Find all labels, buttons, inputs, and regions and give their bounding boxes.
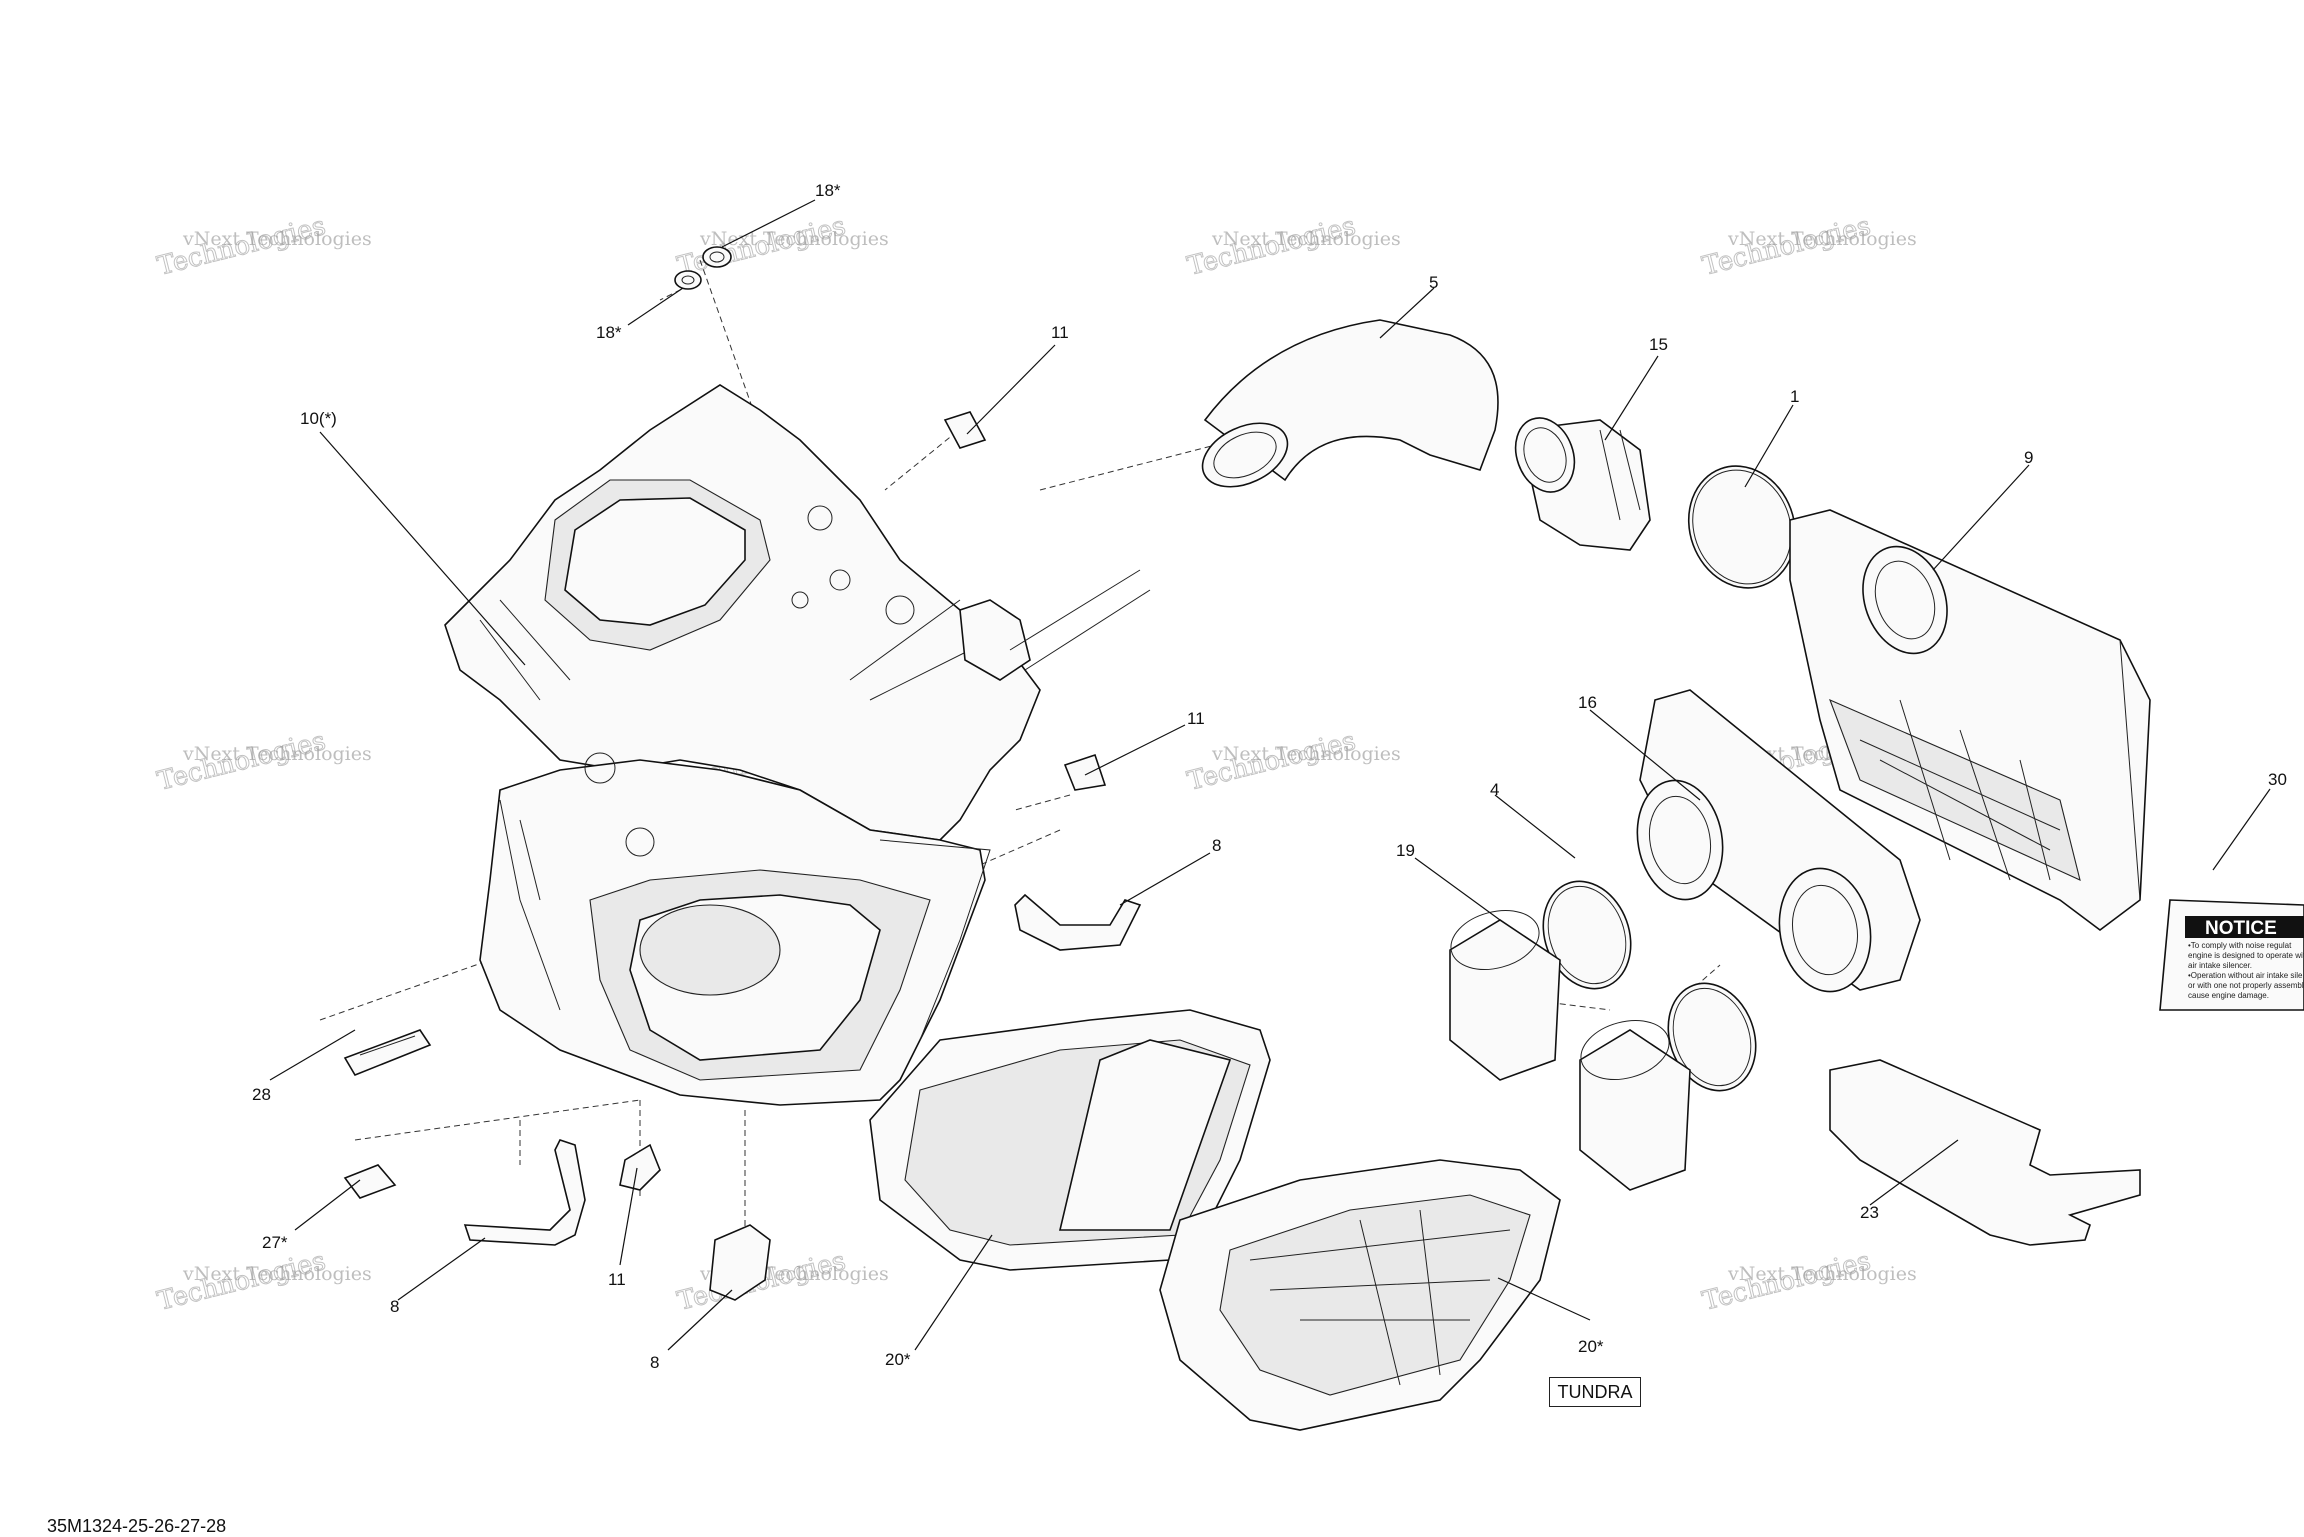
callout-11-top: 11 xyxy=(1051,323,1069,342)
watermark-text: vNext Technologies xyxy=(699,228,889,250)
grommet-part xyxy=(674,246,732,290)
callout-9: 9 xyxy=(2024,448,2033,467)
adapter-part xyxy=(1514,417,1651,551)
notice-text-line: •Operation without air intake sile xyxy=(2188,971,2303,980)
plenum-part xyxy=(1636,689,1921,993)
bracket-part xyxy=(463,893,1142,1301)
notice-decal: NOTICE •To comply with noise regulat eng… xyxy=(2159,899,2304,1011)
callout-20-right: 20* xyxy=(1578,1337,1604,1356)
model-label-box: TUNDRA xyxy=(1549,1377,1641,1407)
watermark-text: vNext Technologies xyxy=(182,743,372,765)
clamp-part xyxy=(1542,880,1757,1092)
intake-housing-lower xyxy=(479,752,991,1106)
callout-labels: 18* 18* 10(*) 11 11 5 15 1 9 16 4 19 30 … xyxy=(252,181,2287,1372)
notice-text-line: •To comply with noise regulat xyxy=(2188,941,2292,950)
callout-23: 23 xyxy=(1860,1203,1879,1222)
watermark-text: vNext Technologies xyxy=(182,228,372,250)
watermark-text: Technologies xyxy=(1699,1246,1873,1317)
callout-15: 15 xyxy=(1649,335,1668,354)
watermark-text: Technologies xyxy=(154,211,328,282)
callout-8-left: 8 xyxy=(390,1297,399,1316)
decal-part xyxy=(343,1029,432,1199)
callout-18-bottom: 18* xyxy=(596,323,622,342)
callout-4: 4 xyxy=(1490,780,1499,799)
watermark-text: vNext Technologies xyxy=(1727,1263,1917,1285)
notice-title-bar xyxy=(2185,916,2304,938)
watermark-text: Technologies xyxy=(1184,211,1358,282)
callout-10: 10(*) xyxy=(300,409,337,428)
watermark-text: vNext Technologies xyxy=(1211,743,1401,765)
air-filter-part xyxy=(869,1009,1561,1431)
callout-16: 16 xyxy=(1578,693,1597,712)
watermark-text: Technologies xyxy=(154,726,328,797)
notice-text-line: engine is designed to operate wit xyxy=(2188,951,2304,960)
callout-1: 1 xyxy=(1790,387,1799,406)
callout-30: 30 xyxy=(2268,770,2287,789)
callout-11-middle: 11 xyxy=(1187,709,1205,728)
o-ring-part xyxy=(1687,465,1797,589)
watermark-text: vNext Technologies xyxy=(182,1263,372,1285)
callout-5: 5 xyxy=(1429,273,1438,292)
filter-housing-part xyxy=(1789,509,2151,931)
notice-text-line: air intake silencer. xyxy=(2188,961,2252,970)
plate-part xyxy=(1829,1059,2141,1246)
watermark-text: vNext Technologies xyxy=(1727,228,1917,250)
callout-19: 19 xyxy=(1396,841,1415,860)
watermark-text: Technologies xyxy=(674,211,848,282)
watermark-text: vNext Technologies xyxy=(1211,228,1401,250)
intake-hose-part xyxy=(1201,319,1499,488)
watermark-text: Technologies xyxy=(1184,726,1358,797)
watermark-text: Technologies xyxy=(1699,211,1873,282)
watermark-text: Technologies xyxy=(154,1246,328,1317)
notice-text-line: or with one not properly assembl xyxy=(2188,981,2304,990)
leader-lines xyxy=(269,199,2271,1351)
callout-11-bottom: 11 xyxy=(608,1270,626,1289)
clip-part xyxy=(619,411,1107,1191)
callout-8-right: 8 xyxy=(1212,836,1221,855)
callout-28: 28 xyxy=(252,1085,271,1104)
notice-text-line: cause engine damage. xyxy=(2188,991,2269,1000)
callout-18-top: 18* xyxy=(815,181,841,200)
callout-8-bottom: 8 xyxy=(650,1353,659,1372)
notice-title: NOTICE xyxy=(2205,918,2277,939)
intake-housing-upper xyxy=(444,384,1151,841)
document-id: 35M1324-25-26-27-28 xyxy=(47,1516,227,1536)
callout-27: 27* xyxy=(262,1233,288,1252)
callout-20-left: 20* xyxy=(885,1350,911,1369)
rubber-boot-part xyxy=(1449,910,1691,1191)
